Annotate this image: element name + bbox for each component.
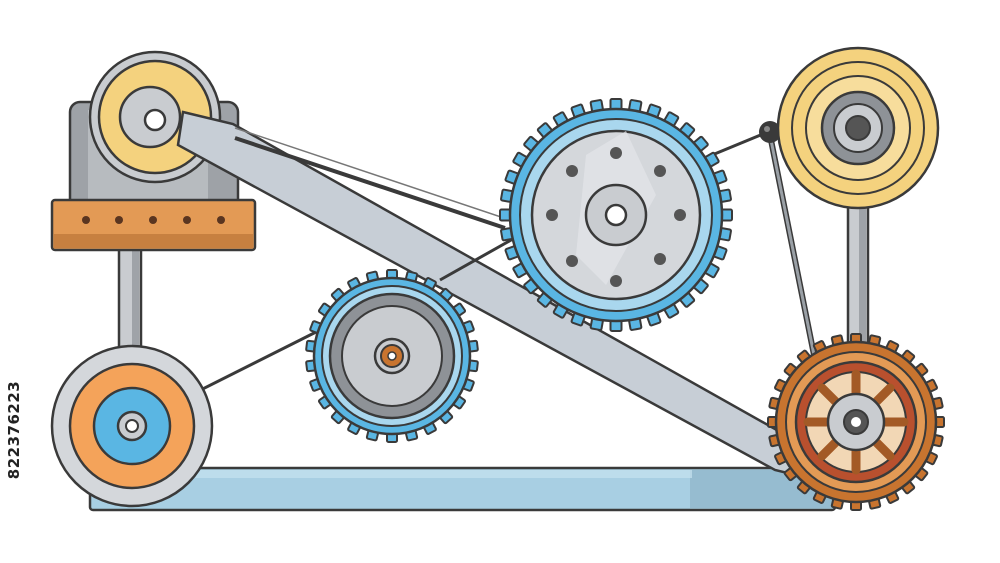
stock-id-label: 822376223	[2, 330, 26, 530]
cream-pulley	[776, 46, 940, 210]
base-rail	[88, 466, 837, 512]
belt-joint	[759, 121, 781, 143]
blue-orange-pulley	[50, 344, 214, 508]
stock-id-text: 822376223	[5, 380, 23, 480]
left-post	[117, 246, 143, 360]
diagonal-bar	[176, 110, 833, 480]
copper-gear	[767, 333, 945, 511]
wooden-plank	[50, 198, 257, 252]
right-post	[846, 198, 870, 352]
small-blue-gear	[305, 269, 479, 443]
large-blue-gear	[499, 98, 733, 332]
